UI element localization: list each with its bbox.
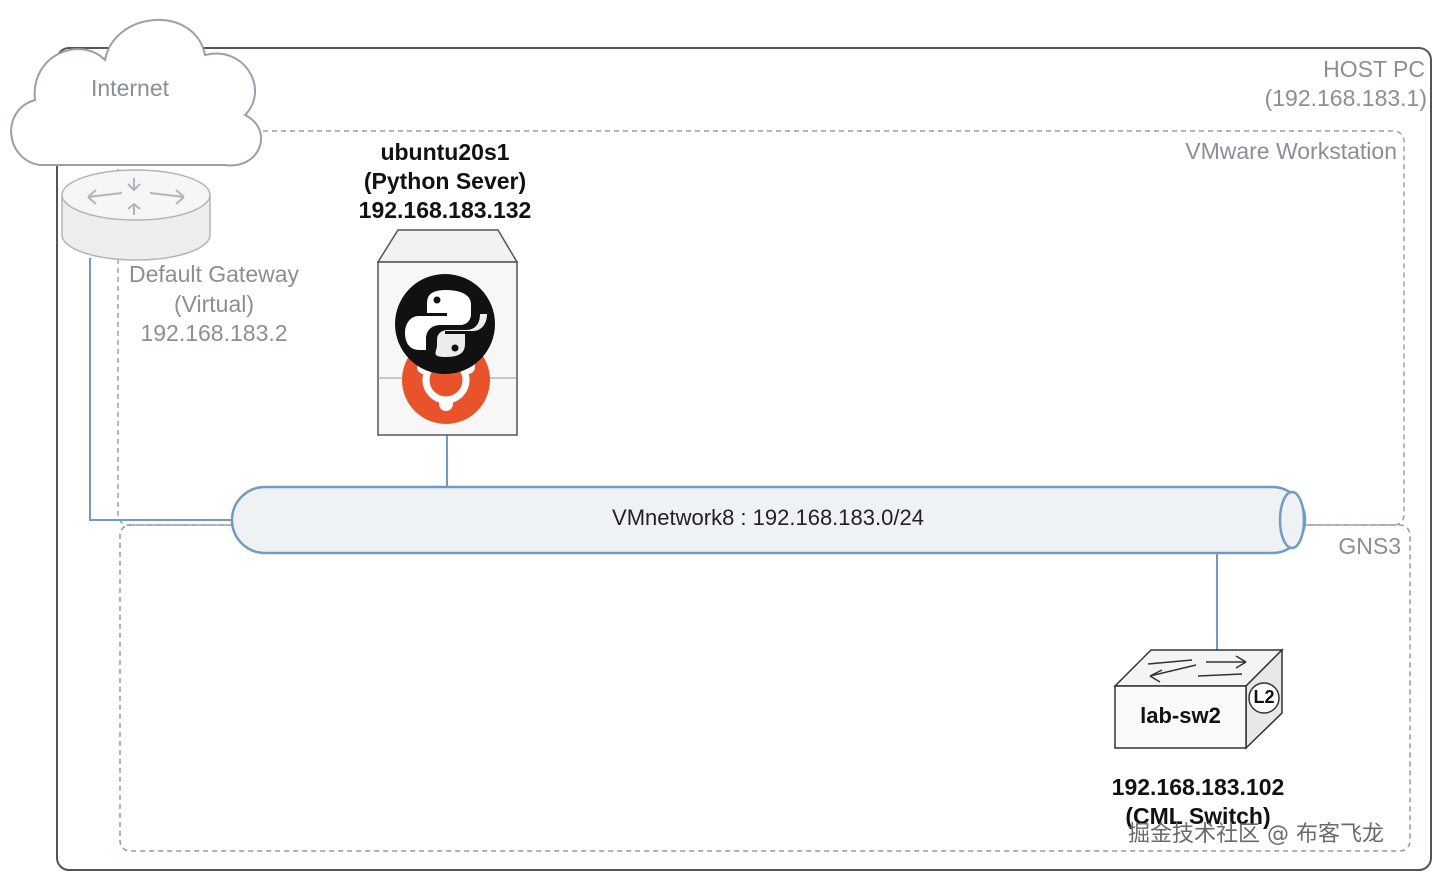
switch-role: (CML Switch) — [1125, 803, 1271, 829]
server-name: ubuntu20s1 — [380, 139, 510, 165]
watermark: 掘金技术社区 @ 布客飞龙 — [1128, 822, 1384, 847]
router-icon — [61, 169, 211, 261]
gateway-ip: 192.168.183.2 — [140, 320, 288, 346]
vmware-label: VMware Workstation — [1185, 138, 1397, 164]
host-pc-label: HOST PC — [1323, 56, 1425, 82]
server-role: (Python Sever) — [363, 168, 527, 194]
internet-label: Internet — [91, 75, 169, 101]
gateway-label: Default Gateway — [128, 261, 300, 287]
switch-icon — [1113, 648, 1284, 750]
network-label: VMnetwork8 : 192.168.183.0/24 — [612, 505, 924, 530]
gateway-link — [89, 258, 238, 521]
network-pipe — [230, 485, 1307, 555]
host-pc-ip: (192.168.183.1) — [1264, 85, 1427, 111]
cloud-icon — [10, 19, 263, 167]
switch-name: lab-sw2 — [1140, 703, 1221, 728]
gateway-virtual: (Virtual) — [173, 291, 255, 317]
switch-ip: 192.168.183.102 — [1111, 774, 1285, 800]
host-pc-boundary — [56, 47, 1432, 871]
switch-badge: L2 — [1253, 687, 1275, 707]
python-icon — [395, 274, 495, 374]
gns3-label: GNS3 — [1338, 533, 1401, 559]
server-ip: 192.168.183.132 — [358, 197, 532, 223]
